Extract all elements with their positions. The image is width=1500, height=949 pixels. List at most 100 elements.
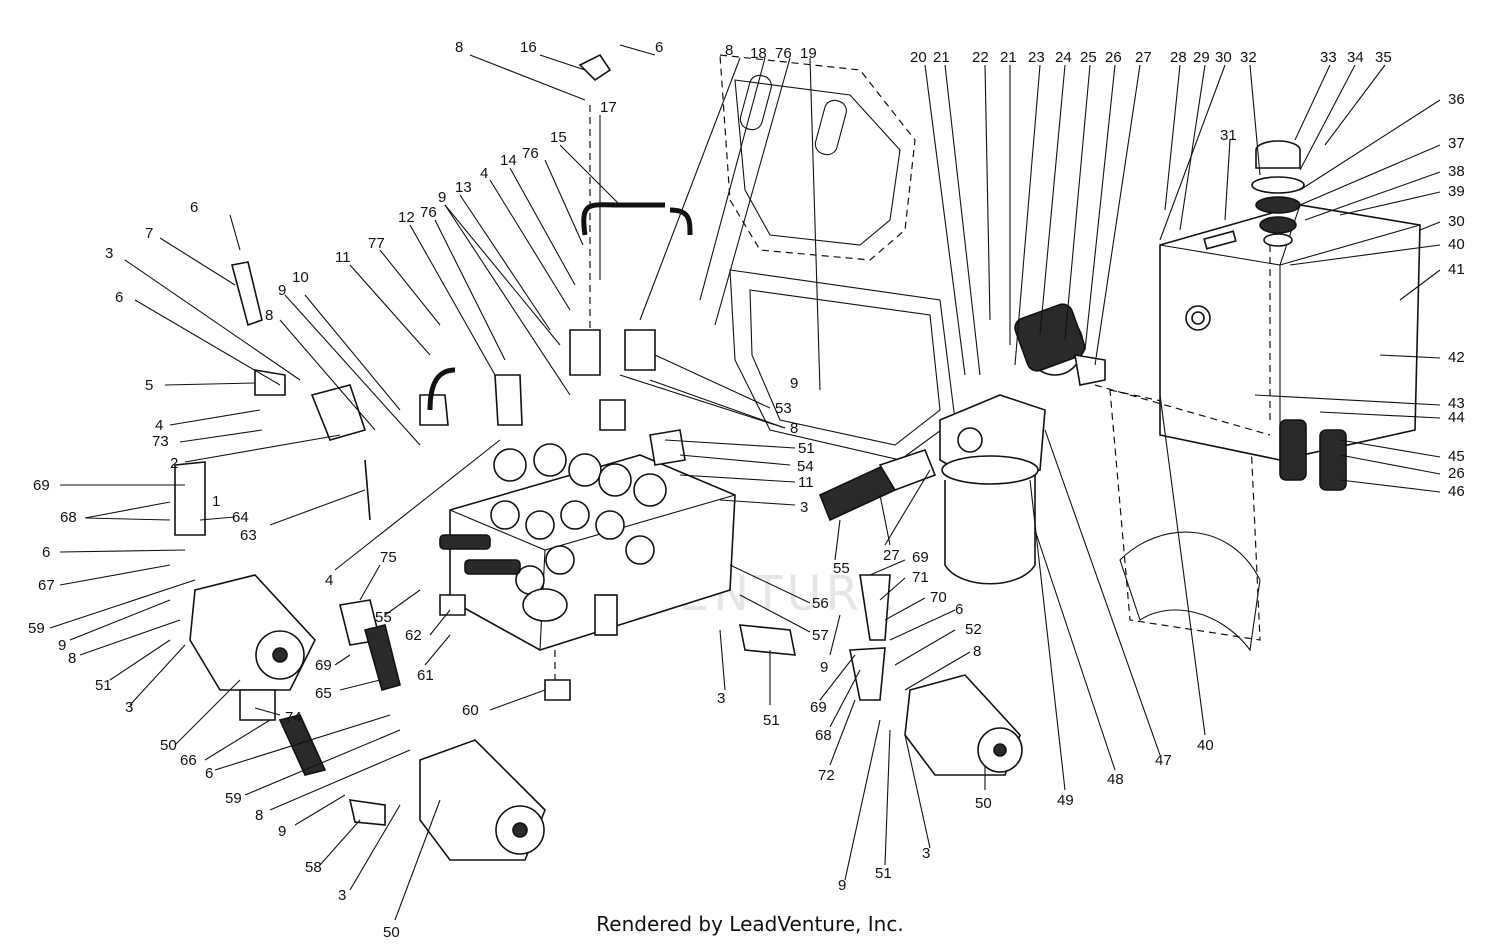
callout: 50 — [383, 924, 400, 941]
callout: 9 — [820, 659, 828, 676]
callout: 8 — [973, 643, 981, 660]
callout: 8 — [455, 39, 463, 56]
callout: 70 — [930, 589, 947, 606]
callout: 40 — [1448, 236, 1465, 253]
callout: 47 — [1155, 752, 1172, 769]
callout: 19 — [800, 45, 817, 62]
callout: 3 — [125, 699, 133, 716]
callout: 35 — [1375, 49, 1392, 66]
callout: 30 — [1448, 213, 1465, 230]
callout: 41 — [1448, 261, 1465, 278]
callout: 5 — [145, 377, 153, 394]
callout: 63 — [240, 527, 257, 544]
callout: 12 — [398, 209, 415, 226]
callout: 36 — [1448, 91, 1465, 108]
callout: 50 — [160, 737, 177, 754]
callout: 45 — [1448, 448, 1465, 465]
callout: 23 — [1028, 49, 1045, 66]
callout: 8 — [255, 807, 263, 824]
suction-hose — [818, 449, 937, 522]
callout: 24 — [1055, 49, 1072, 66]
callout: 4 — [155, 417, 163, 434]
callout: 57 — [812, 627, 829, 644]
callout: 31 — [1220, 127, 1237, 144]
callout: 34 — [1347, 49, 1364, 66]
callout: 62 — [405, 627, 422, 644]
callout: 44 — [1448, 409, 1465, 426]
callout: 9 — [838, 877, 846, 894]
callout: 76 — [522, 145, 539, 162]
callout: 21 — [1000, 49, 1017, 66]
callout: 55 — [833, 560, 850, 577]
callout: 51 — [95, 677, 112, 694]
callout: 7 — [145, 225, 153, 242]
callout: 69 — [315, 657, 332, 674]
callout: 4 — [325, 572, 333, 589]
callout: 6 — [655, 39, 663, 56]
callout: 3 — [800, 499, 808, 516]
callout: 74 — [285, 709, 302, 726]
callout: 9 — [278, 282, 286, 299]
callout: 37 — [1448, 135, 1465, 152]
callout: 3 — [922, 845, 930, 862]
callout: 26 — [1448, 465, 1465, 482]
callout: 46 — [1448, 483, 1465, 500]
mounting-frame — [719, 54, 1261, 652]
callout: 30 — [1215, 49, 1232, 66]
callout: 54 — [797, 458, 814, 475]
pump-left — [189, 574, 316, 691]
pump-right — [904, 674, 1023, 776]
callout: 39 — [1448, 183, 1465, 200]
callout: 61 — [417, 667, 434, 684]
callout: 3 — [338, 887, 346, 904]
callout: 32 — [1240, 49, 1257, 66]
callout-leaders — [49, 44, 1441, 921]
control-valve — [439, 443, 736, 651]
callout: 6 — [205, 765, 213, 782]
callout: 9 — [58, 637, 66, 654]
strainers — [1279, 419, 1347, 491]
callout: 22 — [972, 49, 989, 66]
callout: 66 — [180, 752, 197, 769]
callout: 26 — [1105, 49, 1122, 66]
callout: 25 — [1080, 49, 1097, 66]
callout: 69 — [810, 699, 827, 716]
callout: 65 — [315, 685, 332, 702]
callout: 68 — [815, 727, 832, 744]
callout: 75 — [380, 549, 397, 566]
callout: 59 — [28, 620, 45, 637]
callout: 11 — [335, 249, 351, 266]
callout: 51 — [763, 712, 780, 729]
filter-assembly — [939, 303, 1106, 585]
callout: 68 — [60, 509, 77, 526]
callout: 60 — [462, 702, 479, 719]
callout: 20 — [910, 49, 927, 66]
callout: 1 — [212, 493, 220, 510]
callout: 18 — [750, 45, 767, 62]
callout: 69 — [912, 549, 929, 566]
alignment-lines — [554, 105, 1271, 680]
callout: 43 — [1448, 395, 1465, 412]
filler-cap — [1251, 140, 1305, 247]
callout: 27 — [883, 547, 900, 564]
callout: 6 — [190, 199, 198, 216]
callout: 50 — [975, 795, 992, 812]
callout: 56 — [812, 595, 829, 612]
pump-center — [419, 739, 546, 861]
footer-credit: Rendered by LeadVenture, Inc. — [596, 912, 904, 936]
callout: 71 — [912, 569, 929, 586]
callout: 27 — [1135, 49, 1152, 66]
callout: 48 — [1107, 771, 1124, 788]
callout: 6 — [115, 289, 123, 306]
callout: 73 — [152, 433, 169, 450]
callout: 16 — [520, 39, 537, 56]
callout: 9 — [278, 823, 286, 840]
callout: 17 — [600, 99, 617, 116]
callout: 72 — [818, 767, 835, 784]
callout: 4 — [480, 165, 488, 182]
callout: 38 — [1448, 163, 1465, 180]
callout: 51 — [798, 440, 815, 457]
callout-labels: 8 16 6 8 18 76 19 20 21 22 21 23 24 25 2… — [28, 39, 1465, 941]
callout: 9 — [790, 375, 798, 392]
callout: 15 — [550, 129, 567, 146]
